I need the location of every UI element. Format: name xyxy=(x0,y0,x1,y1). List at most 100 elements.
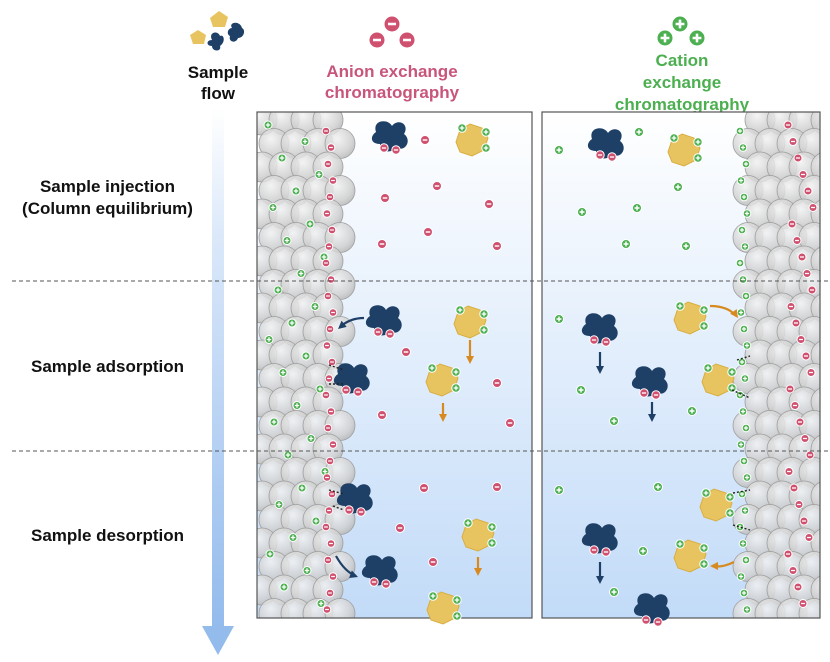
plus-ion-icon xyxy=(554,485,564,495)
minus-ion-icon xyxy=(641,615,651,625)
plus-ion-icon xyxy=(297,483,307,493)
plus-ion-icon xyxy=(742,341,752,350)
minus-ion-icon xyxy=(806,368,816,377)
minus-ion-icon xyxy=(395,523,405,533)
plus-ion-icon xyxy=(735,126,745,136)
plus-ion-icon xyxy=(739,324,749,334)
minus-ion-icon xyxy=(492,241,502,251)
minus-ion-icon xyxy=(639,388,649,398)
minus-ion-icon xyxy=(391,145,401,155)
plus-ion-icon xyxy=(316,599,326,608)
plus-ion-icon xyxy=(315,384,325,394)
acidic-protein xyxy=(361,555,398,589)
basic-protein xyxy=(425,363,461,397)
plus-ion-icon xyxy=(727,367,737,377)
minus-ion-icon xyxy=(328,308,338,317)
minus-ion-icon xyxy=(321,522,331,532)
free-ions xyxy=(377,127,697,597)
minus-ion-icon xyxy=(377,239,387,249)
minus-ion-icon xyxy=(601,337,611,347)
plus-ion-icon xyxy=(609,416,619,426)
plus-ion-icon xyxy=(288,533,298,542)
plus-ion-icon xyxy=(675,301,685,311)
movement-arrow xyxy=(474,557,482,576)
minus-ion-icon xyxy=(326,407,336,416)
movement-arrow xyxy=(439,403,447,422)
plus-ion-icon xyxy=(741,159,751,169)
minus-ion-icon xyxy=(377,410,387,420)
plus-ion-icon xyxy=(742,209,752,218)
plus-ion-icon xyxy=(274,500,284,509)
resin-bead xyxy=(810,152,820,182)
minus-ion-icon xyxy=(785,384,795,394)
plus-ion-icon xyxy=(693,137,703,147)
plus-ion-icon xyxy=(703,363,713,373)
plus-ion-icon xyxy=(310,302,320,311)
minus-ion-icon xyxy=(793,582,803,592)
plus-ion-icon xyxy=(273,285,283,295)
minus-ion-icon xyxy=(380,193,390,203)
minus-ion-icon xyxy=(432,181,442,191)
plus-ion-icon xyxy=(740,374,750,383)
binding-link xyxy=(328,364,345,371)
minus-ion-icon xyxy=(327,225,337,235)
minus-ion-icon xyxy=(368,31,386,49)
minus-ion-icon xyxy=(783,120,793,130)
minus-ion-icon xyxy=(804,533,814,542)
acidic-protein xyxy=(633,593,670,627)
minus-ion-icon xyxy=(807,285,817,295)
minus-ion-icon xyxy=(322,473,332,482)
cation-exchange-title: Cation exchange chromatography xyxy=(582,50,782,116)
cation-resin-beads xyxy=(732,112,820,618)
minus-ion-icon xyxy=(324,242,334,251)
minus-ion-icon xyxy=(799,516,809,526)
minus-ion-icon xyxy=(327,489,337,499)
row-label-injection: Sample injection (Column equilibrium) xyxy=(0,176,215,220)
minus-ion-icon xyxy=(798,599,808,608)
minus-ion-icon xyxy=(385,329,395,339)
plus-ion-icon xyxy=(301,351,311,361)
minus-ion-icon xyxy=(325,456,335,466)
resin-bead xyxy=(324,598,356,618)
minus-ion-icon xyxy=(788,137,798,146)
minus-ion-icon xyxy=(353,387,363,397)
injection-line-1: Sample injection xyxy=(39,177,176,196)
minus-ion-icon xyxy=(321,126,331,136)
minus-ion-icon xyxy=(341,385,351,395)
plus-ion-icon xyxy=(282,236,292,245)
movement-arrow xyxy=(596,562,604,584)
minus-ion-icon xyxy=(322,341,332,350)
minus-ion-icon xyxy=(797,252,807,262)
plus-ion-icon xyxy=(283,450,293,460)
minus-ion-icon xyxy=(323,159,333,169)
minus-ion-icon xyxy=(792,236,802,245)
minus-ion-icon xyxy=(787,219,797,229)
plus-ion-icon xyxy=(277,153,287,163)
minus-ion-icon xyxy=(789,483,799,493)
minus-ion-icon xyxy=(322,209,332,218)
movement-arrow xyxy=(648,402,656,422)
blob-protein-icon xyxy=(207,22,245,51)
minus-ion-icon xyxy=(484,199,494,209)
plus-ion-icon xyxy=(632,203,642,213)
plus-ion-icon xyxy=(738,407,748,416)
minus-ion-icon xyxy=(803,186,813,196)
acidic-protein xyxy=(631,366,668,400)
minus-ion-icon xyxy=(505,418,515,428)
minus-ion-icon xyxy=(324,374,334,383)
anion-title-line-2: chromatography xyxy=(324,83,460,102)
plus-ion-icon xyxy=(699,559,709,569)
plus-ion-icon xyxy=(487,538,497,548)
minus-ion-icon xyxy=(492,482,502,492)
minus-ion-icon xyxy=(326,143,336,152)
minus-ion-icon xyxy=(794,500,804,509)
plus-ion-icon xyxy=(736,308,746,317)
movement-arrow xyxy=(335,555,358,579)
minus-ion-icon xyxy=(791,318,801,328)
binding-link xyxy=(332,505,345,511)
plus-ion-icon xyxy=(577,207,587,217)
minus-ion-icon xyxy=(321,258,331,268)
plus-ion-icon xyxy=(740,242,750,251)
plus-ion-icon xyxy=(656,29,674,47)
minus-ion-icon xyxy=(383,15,401,33)
